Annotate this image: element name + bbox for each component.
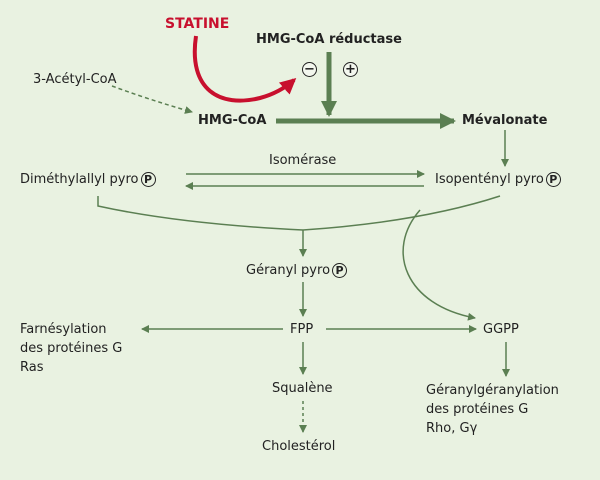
dimethylallyl-merge-line	[97, 196, 304, 231]
squalene-label: Squalène	[272, 381, 333, 396]
plus-sign-icon: +	[343, 62, 358, 77]
acetyl-coa-label: 3-Acétyl-CoA	[33, 72, 117, 87]
farnesylation-line-1: Farnésylation	[20, 322, 107, 337]
geranylgeranylation-line-2: des protéines G	[426, 402, 529, 417]
isopentenyl-merge-line	[302, 195, 501, 231]
geranylgeranylation-line-3: Rho, Gγ	[426, 421, 478, 436]
dimethylallyl-text: Diméthylallyl pyro	[20, 172, 139, 187]
fpp-label: FPP	[290, 322, 314, 337]
isopentenyl-text: Isopentényl pyro	[435, 172, 544, 187]
farnesylation-line-3: Ras	[20, 360, 44, 375]
mevalonate-label: Mévalonate	[462, 113, 548, 128]
phosphate-icon: P	[332, 263, 348, 278]
minus-sign-icon: −	[302, 62, 317, 77]
phosphate-icon: P	[545, 172, 561, 187]
isopentenyl-to-ggpp-arrow	[402, 209, 476, 321]
geranyl-text: Géranyl pyro	[246, 263, 331, 278]
hmg-coa-reductase-label: HMG-CoA réductase	[256, 32, 402, 47]
acetyl-coa-arrow	[111, 85, 193, 114]
farnesylation-line-2: des protéines G	[20, 341, 123, 356]
cholesterol-label: Cholestérol	[262, 439, 336, 454]
isomerase-label: Isomérase	[269, 153, 337, 168]
hmg-coa-label: HMG-CoA	[198, 113, 267, 128]
statine-label: STATINE	[165, 16, 230, 32]
statine-inhibition-arrow	[192, 35, 297, 103]
ggpp-label: GGPP	[483, 322, 519, 337]
phosphate-icon: P	[140, 172, 156, 187]
geranylgeranylation-line-1: Géranylgéranylation	[426, 383, 559, 398]
